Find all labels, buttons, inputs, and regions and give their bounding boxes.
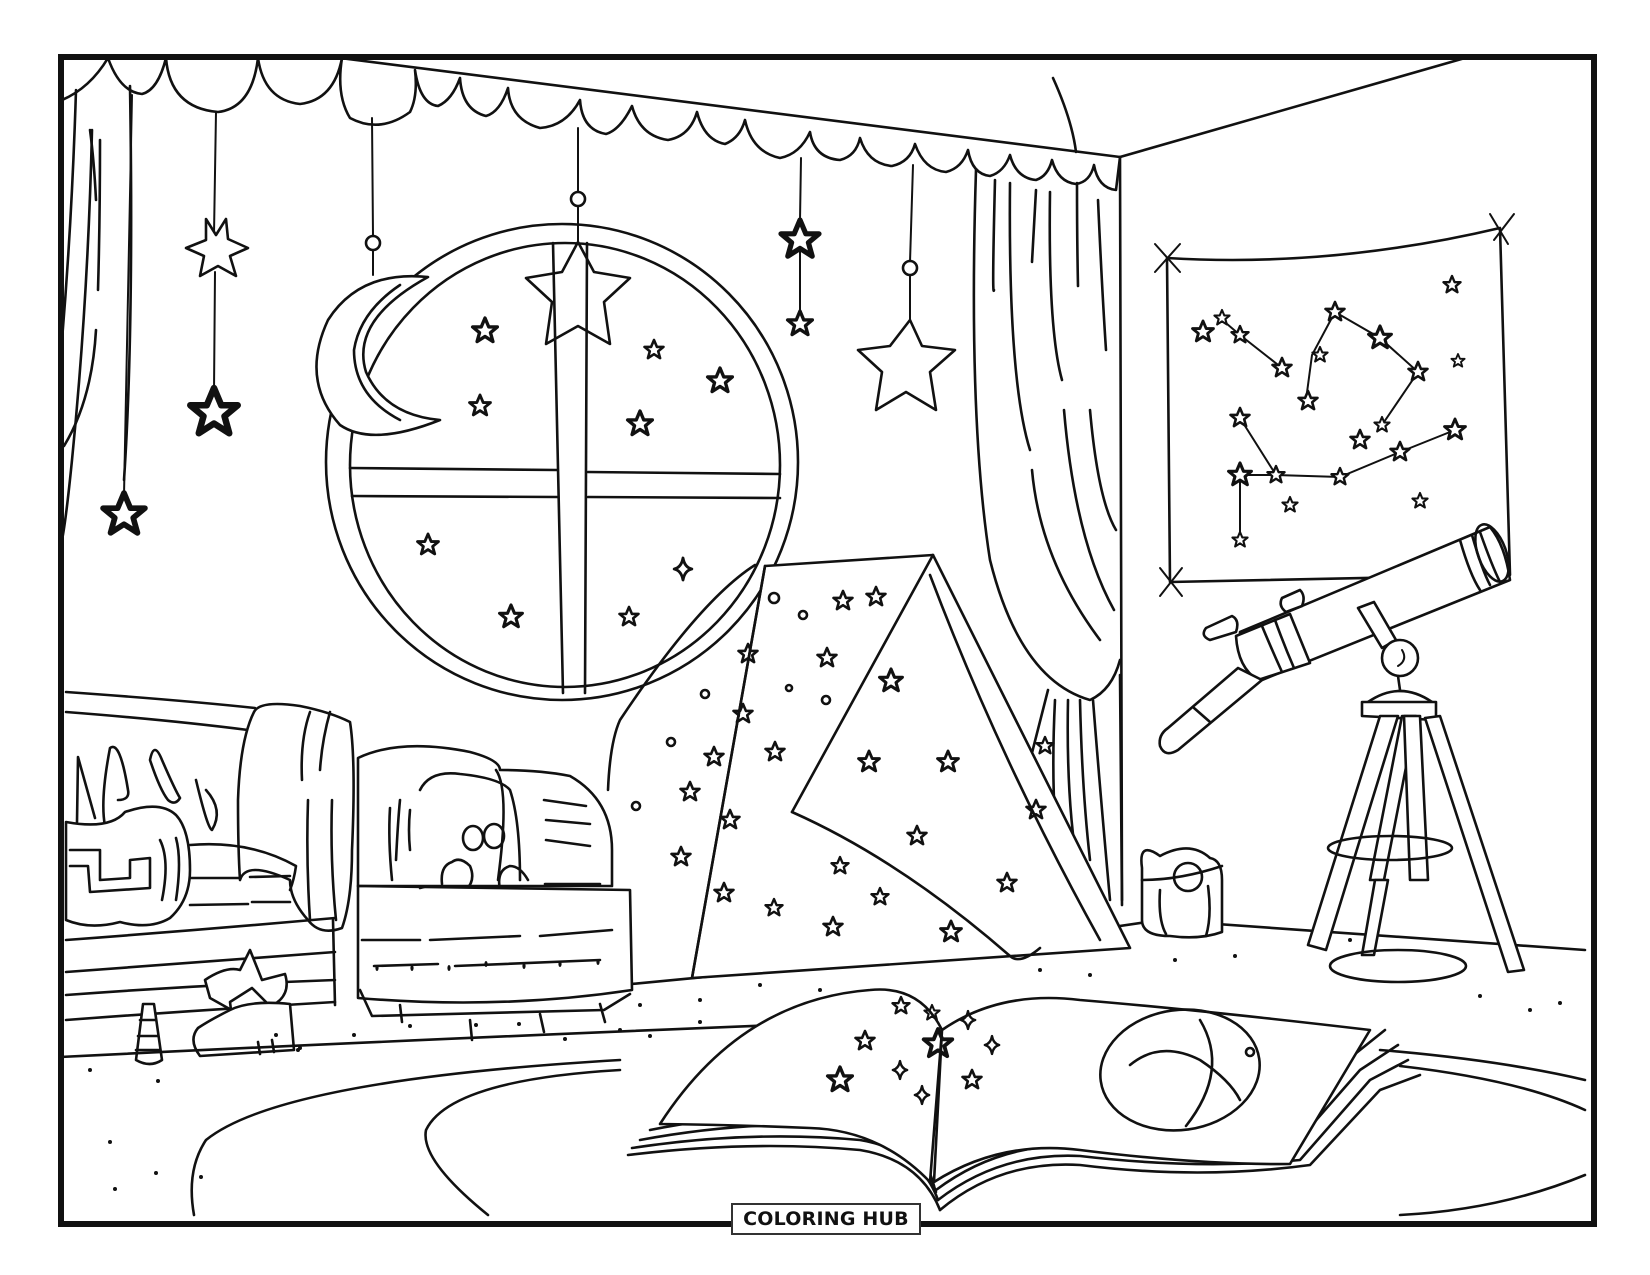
open-astronomy-book [626, 988, 1422, 1212]
tent-dots [630, 591, 832, 812]
star-pattern-tent [606, 553, 1132, 980]
poster-stars [1191, 274, 1467, 548]
right-curtain [972, 168, 1124, 907]
backpack [1140, 847, 1224, 939]
toy-basket [356, 744, 634, 1042]
left-curtain [60, 84, 133, 542]
brand-logo: COLORING HUB [731, 1203, 921, 1235]
hanging-moon [315, 274, 442, 437]
hanging-stars [103, 94, 957, 533]
brand-logo-text: COLORING HUB [743, 1208, 909, 1230]
floor-dots [88, 938, 1562, 1191]
telescope-on-tripod [1158, 523, 1526, 984]
couch-with-pillows [64, 690, 355, 1022]
oval-rug [58, 938, 1587, 1217]
round-window [324, 222, 800, 702]
constellation-poster [1154, 213, 1515, 597]
basket-dots [375, 959, 600, 971]
scalloped-garland [60, 56, 1122, 192]
